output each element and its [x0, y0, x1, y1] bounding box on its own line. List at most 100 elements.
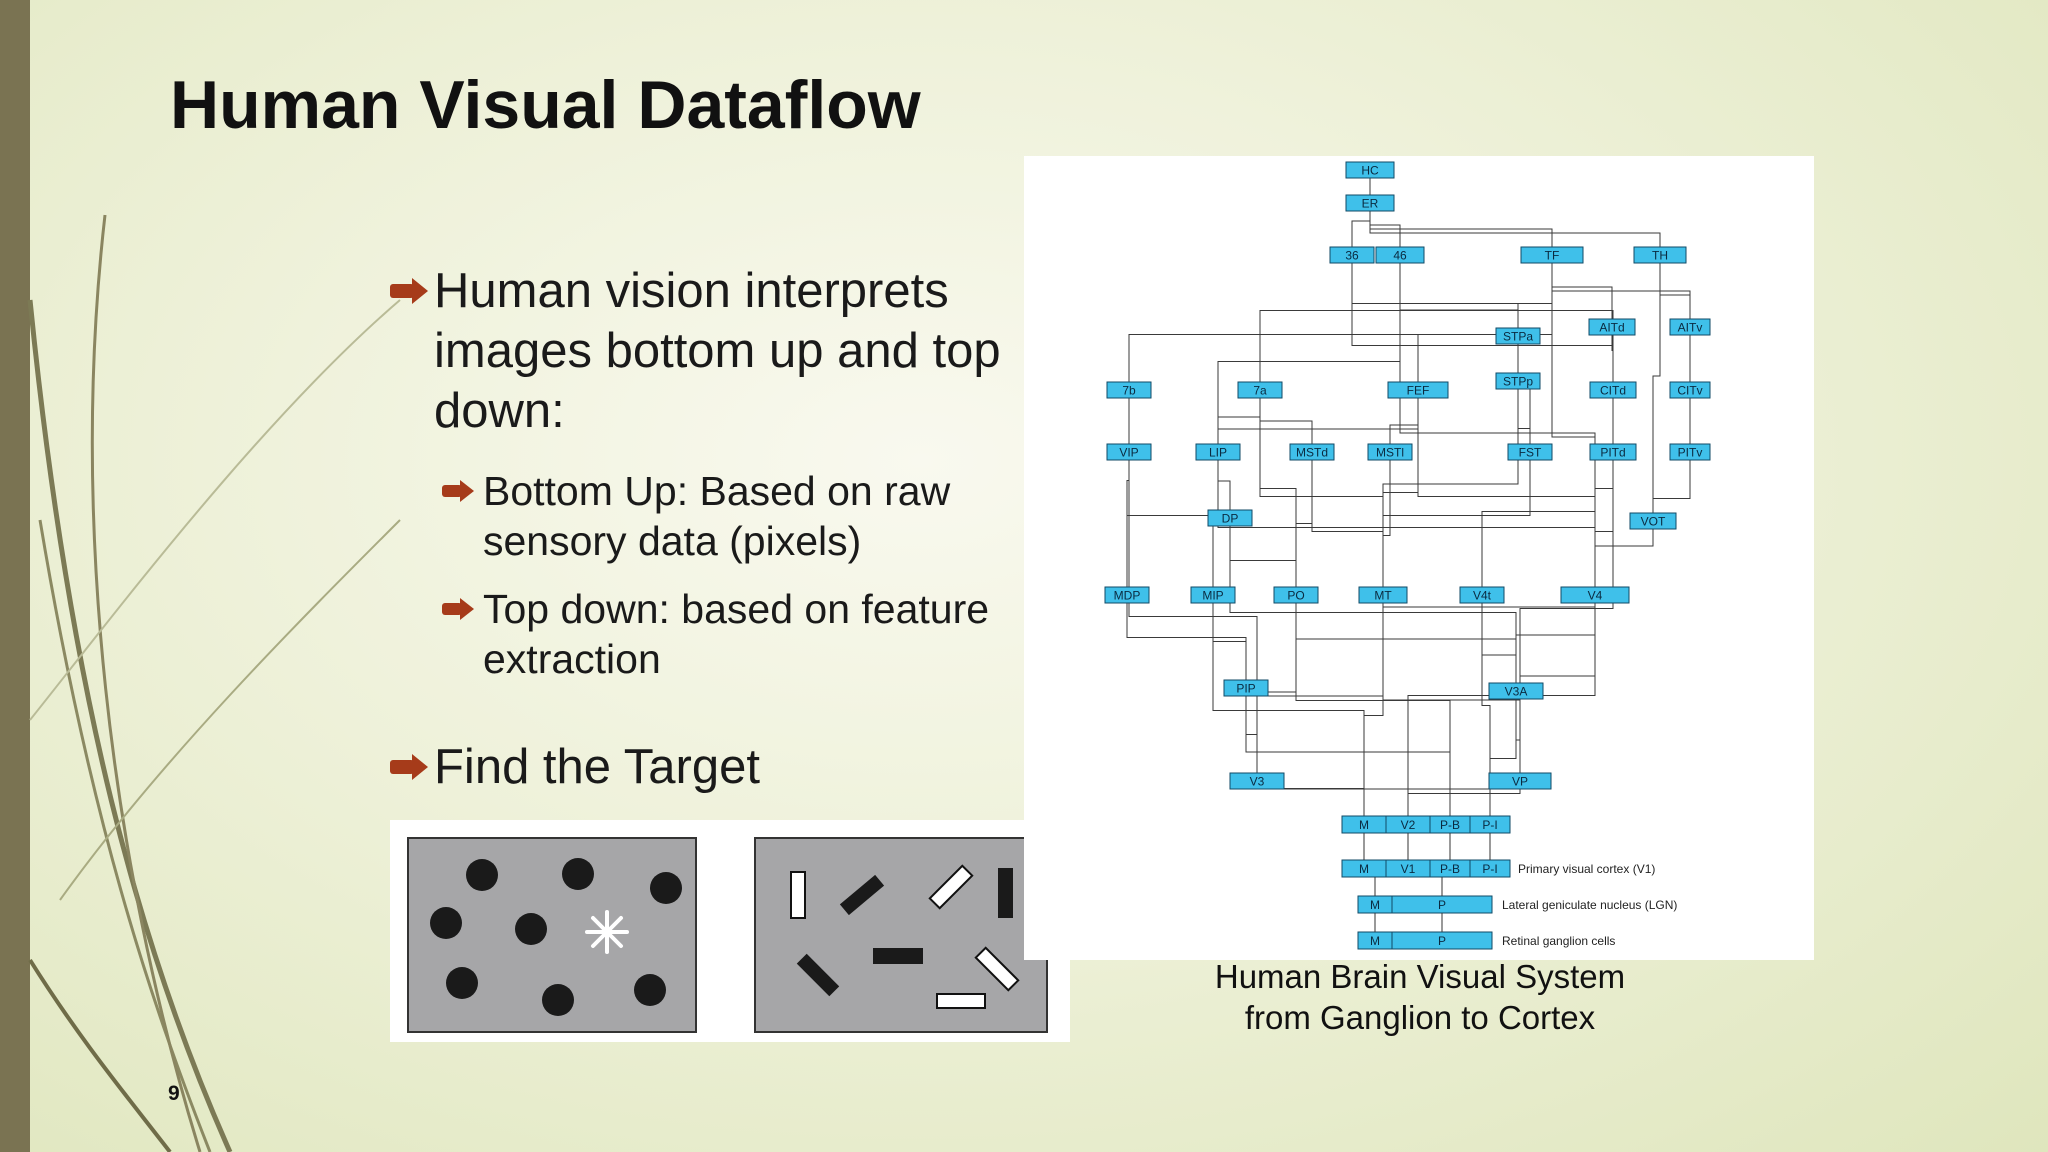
- bullet-arrow-icon: [390, 278, 428, 304]
- connection-line: [1217, 390, 1261, 452]
- connection-line: [1259, 390, 1384, 595]
- legend-rgc: Retinal ganglion cells: [1502, 934, 1615, 948]
- area-node-v4: V4: [1560, 586, 1630, 604]
- area-node-7b: 7b: [1106, 381, 1152, 399]
- area-label: CITd: [1600, 384, 1626, 398]
- area-node-po: PO: [1273, 586, 1319, 604]
- connection-line: [1382, 452, 1531, 595]
- area-label: MT: [1374, 589, 1392, 603]
- area-label: HC: [1361, 164, 1379, 178]
- connection-line: [1382, 381, 1519, 595]
- bullet-arrow-icon: [442, 480, 474, 502]
- rgc-m-label: M: [1370, 934, 1380, 948]
- connection-line: [1382, 452, 1391, 595]
- connection-line: [1481, 595, 1517, 691]
- area-node-vp: VP: [1488, 772, 1552, 790]
- area-node-pip: PIP: [1223, 679, 1269, 697]
- bullet-text: Top down: based on feature extraction: [483, 586, 990, 683]
- connection-line: [1229, 518, 1517, 691]
- connection-line: [1259, 255, 1401, 390]
- page-number: 9: [168, 1082, 180, 1105]
- area-node-mstl: MSTl: [1367, 443, 1413, 461]
- area-node-v3: V3: [1229, 772, 1285, 790]
- area-label: TF: [1545, 249, 1560, 263]
- v1-pi-label: P-I: [1482, 862, 1497, 876]
- area-label: V3A: [1505, 685, 1528, 699]
- v2-label: V2: [1401, 818, 1416, 832]
- area-label: V4: [1588, 589, 1603, 603]
- area-label: MDP: [1114, 589, 1141, 603]
- legend-lgn: Lateral geniculate nucleus (LGN): [1502, 898, 1677, 912]
- connection-line: [1229, 518, 1297, 595]
- area-node-mstd: MSTd: [1289, 443, 1335, 461]
- area-node-v3a: V3A: [1488, 682, 1544, 700]
- area-node-fst: FST: [1507, 443, 1553, 461]
- connection-line: [1217, 452, 1231, 518]
- connection-line: [1295, 595, 1451, 816]
- connection-line: [1295, 595, 1517, 691]
- connection-line: [1369, 203, 1661, 255]
- area-label: MIP: [1202, 589, 1223, 603]
- connection-line: [1519, 452, 1614, 781]
- area-label: 7a: [1253, 384, 1267, 398]
- area-label: LIP: [1209, 446, 1227, 460]
- connection-line: [1295, 452, 1313, 595]
- area-node-v4t: V4t: [1459, 586, 1505, 604]
- area-node-vot: VOT: [1629, 512, 1677, 530]
- connection-line: [1652, 255, 1661, 521]
- v2-pi-label: P-I: [1482, 818, 1497, 832]
- area-label: 7b: [1122, 384, 1136, 398]
- area-label: AITd: [1599, 321, 1624, 335]
- area-label: VIP: [1119, 446, 1138, 460]
- area-node-citd: CITd: [1589, 381, 1637, 399]
- circles-search-panel: [407, 837, 697, 1033]
- area-node-46: 46: [1375, 246, 1425, 264]
- area-node-mdp: MDP: [1104, 586, 1150, 604]
- area-node-pitd: PITd: [1589, 443, 1637, 461]
- connection-line: [1594, 390, 1614, 595]
- connection-line: [1126, 390, 1130, 595]
- connection-line: [1652, 452, 1691, 521]
- bullet-text: Bottom Up: Based on raw sensory data (pi…: [483, 468, 951, 565]
- area-label: VOT: [1641, 515, 1666, 529]
- connection-line: [1517, 381, 1531, 452]
- connection-line: [1481, 452, 1531, 595]
- area-node-er: ER: [1345, 194, 1395, 212]
- diagram-connections: [1126, 170, 1691, 816]
- area-label: PIP: [1236, 682, 1255, 696]
- find-target-illustration: [390, 820, 1070, 1042]
- area-label: MSTd: [1296, 446, 1328, 460]
- area-node-7a: 7a: [1237, 381, 1283, 399]
- area-node-aitv: AITv: [1669, 318, 1711, 336]
- connection-line: [1594, 521, 1654, 595]
- area-node-fef: FEF: [1387, 381, 1449, 399]
- area-label: FEF: [1407, 384, 1430, 398]
- connection-line: [1128, 255, 1553, 390]
- area-node-vip: VIP: [1106, 443, 1152, 461]
- connection-line: [1363, 595, 1384, 816]
- area-node-citv: CITv: [1669, 381, 1711, 399]
- area-node-th: TH: [1633, 246, 1687, 264]
- connection-line: [1245, 688, 1451, 816]
- area-node-stpp: STPp: [1495, 372, 1541, 390]
- connection-line: [1217, 255, 1401, 452]
- asterisk-target-icon: [585, 910, 629, 954]
- connection-line: [1515, 691, 1521, 781]
- bullet-text: Find the Target: [434, 740, 760, 794]
- connection-line: [1594, 452, 1614, 595]
- area-label: CITv: [1677, 384, 1702, 398]
- area-label: DP: [1222, 512, 1239, 526]
- connection-line: [1256, 781, 1521, 790]
- caption-line-2: from Ganglion to Cortex: [1244, 999, 1596, 1037]
- area-label: 46: [1393, 249, 1407, 263]
- area-node-pitv: PITv: [1669, 443, 1711, 461]
- area-label: V4t: [1473, 589, 1492, 603]
- connection-line: [1351, 255, 1614, 452]
- bullet-text: Human vision interprets images bottom up…: [434, 264, 1001, 438]
- connection-line: [1128, 452, 1214, 595]
